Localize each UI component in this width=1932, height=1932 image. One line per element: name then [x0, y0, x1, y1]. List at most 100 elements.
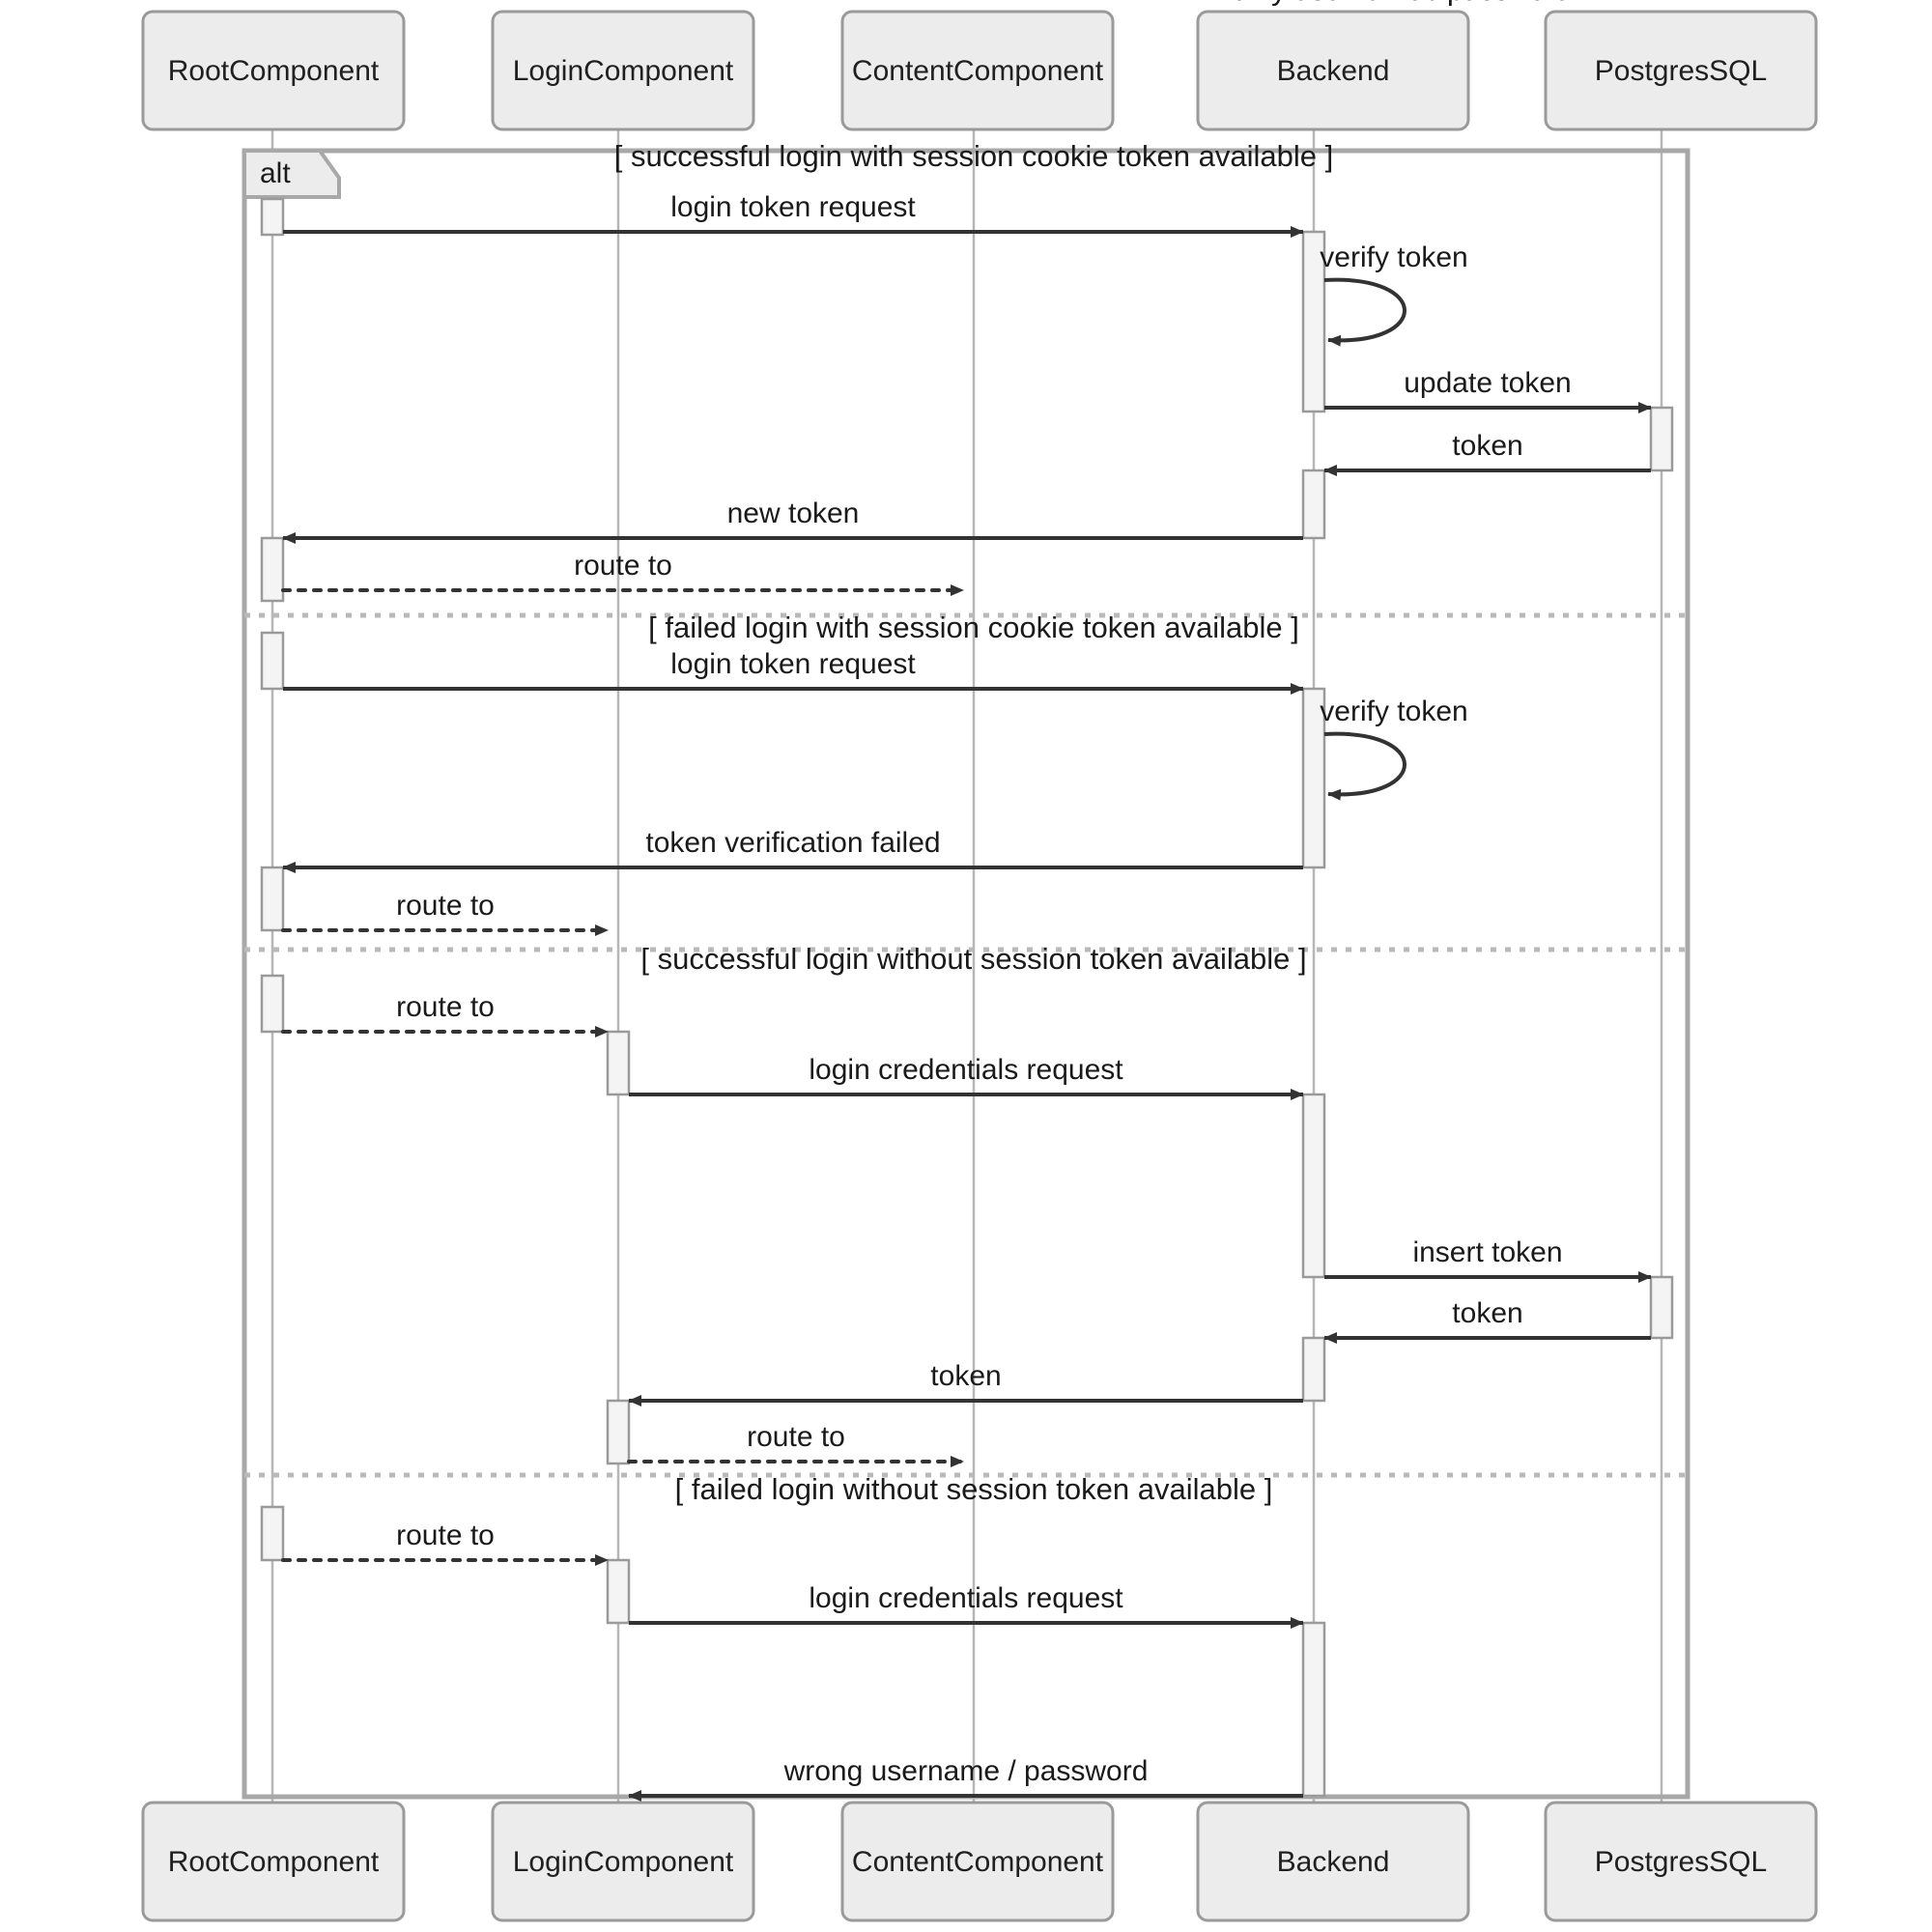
- message-2-4: token: [1323, 1297, 1651, 1344]
- participant-label: ContentComponent: [852, 1846, 1104, 1878]
- participant-box[interactable]: [491, 10, 755, 131]
- activation-bar-db: [1649, 406, 1674, 472]
- activation-bar-login: [606, 1399, 631, 1465]
- activation-bar-login: [606, 1030, 631, 1096]
- message-label: login credentials request: [809, 1582, 1123, 1614]
- message-label: route to: [396, 1520, 495, 1551]
- participant-label: Backend: [1277, 1846, 1390, 1878]
- message-3-1: login credentials request: [629, 1582, 1304, 1629]
- activation-bar-root: [260, 866, 285, 932]
- participant-label: RootComponent: [168, 55, 380, 87]
- message-2-5: token: [628, 1360, 1303, 1406]
- message-0-2: update token: [1324, 367, 1652, 413]
- message-3-0: route to: [281, 1520, 610, 1566]
- self-loop-path: [1323, 277, 1406, 347]
- participant-root-top[interactable]: RootComponent: [141, 10, 406, 131]
- message-1-0: login token request: [283, 648, 1304, 695]
- activation-bar-root: [260, 631, 285, 691]
- self-message-2-2: verify username / password: [1217, 0, 1572, 7]
- alt-condition-label-3: [ failed login without session token ava…: [675, 1472, 1273, 1506]
- messages-layer: login token request verify token update to…: [283, 0, 1651, 1796]
- participant-content-top[interactable]: ContentComponent: [840, 10, 1115, 131]
- message-label: verify token: [1320, 242, 1467, 273]
- self-message-3-2: verify username / password: [1217, 0, 1572, 7]
- activation-bar-backend: [1301, 1621, 1326, 1798]
- message-label: token: [930, 1360, 1001, 1392]
- message-label: login token request: [670, 191, 916, 223]
- activation-bar-backend: [1301, 469, 1326, 540]
- message-label: route to: [396, 991, 495, 1023]
- message-label: route to: [574, 550, 672, 582]
- message-0-5: route to: [281, 550, 965, 596]
- message-label: token verification failed: [645, 827, 940, 859]
- message-1-2: token verification failed: [282, 827, 1303, 873]
- message-3-3: wrong username / password: [628, 1755, 1303, 1802]
- participant-box[interactable]: [840, 10, 1115, 131]
- participant-label: Backend: [1277, 55, 1390, 87]
- activation-bar-backend: [1301, 1093, 1326, 1279]
- participant-backend-top[interactable]: Backend: [1196, 10, 1470, 131]
- message-0-0: login token request: [283, 191, 1304, 238]
- participant-label: PostgresSQL: [1595, 1846, 1767, 1878]
- message-2-3: insert token: [1324, 1236, 1652, 1283]
- message-label: login token request: [670, 648, 916, 680]
- activation-bar-root: [260, 197, 285, 237]
- message-label: verify username / password: [1217, 0, 1572, 7]
- message-label: token: [1452, 430, 1522, 462]
- activation-bar-root: [260, 536, 285, 603]
- participant-db-top[interactable]: PostgresSQL: [1544, 10, 1818, 131]
- activation-bar-backend: [1301, 1336, 1326, 1403]
- participant-label: LoginComponent: [513, 55, 734, 87]
- message-label: new token: [727, 497, 860, 529]
- alt-operator-label: alt: [260, 157, 291, 189]
- alt-frame-layer: alt [ successful login with session cooki…: [242, 139, 1690, 1800]
- self-message-1-1: verify token: [1320, 696, 1468, 801]
- self-loop-path: [1323, 731, 1406, 801]
- alt-condition-label-0: [ successful login with session cookie t…: [614, 139, 1333, 173]
- message-label: route to: [747, 1421, 845, 1453]
- message-label: token: [1452, 1297, 1522, 1329]
- activation-bar-login: [606, 1558, 631, 1625]
- participant-content-bottom[interactable]: ContentComponent: [840, 1801, 1115, 1922]
- message-0-4: new token: [282, 497, 1303, 544]
- message-label: wrong username / password: [783, 1755, 1149, 1787]
- message-2-6: route to: [627, 1421, 965, 1467]
- participant-box[interactable]: [491, 1801, 755, 1922]
- participant-box[interactable]: [840, 1801, 1115, 1922]
- participant-root-bottom[interactable]: RootComponent: [141, 1801, 406, 1922]
- activation-bar-root: [260, 1505, 285, 1562]
- activation-bar-root: [260, 974, 285, 1034]
- participant-box[interactable]: [1544, 10, 1818, 131]
- participant-db-bottom[interactable]: PostgresSQL: [1544, 1801, 1818, 1922]
- message-label: update token: [1404, 367, 1571, 399]
- participant-backend-bottom[interactable]: Backend: [1196, 1801, 1470, 1922]
- self-message-0-1: verify token: [1320, 242, 1468, 347]
- message-label: verify username / password: [1217, 0, 1572, 7]
- message-2-0: route to: [281, 991, 610, 1037]
- activation-bar-db: [1649, 1275, 1674, 1340]
- message-label: insert token: [1412, 1236, 1562, 1268]
- alt-condition-label-2: [ successful login without session token…: [640, 942, 1306, 976]
- alt-condition-label-1: [ failed login with session cookie token…: [648, 611, 1299, 644]
- message-1-3: route to: [281, 890, 610, 936]
- participant-box[interactable]: [1196, 10, 1470, 131]
- message-label: verify token: [1320, 696, 1467, 727]
- participant-login-top[interactable]: LoginComponent: [491, 10, 755, 131]
- participant-box[interactable]: [1196, 1801, 1470, 1922]
- participant-login-bottom[interactable]: LoginComponent: [491, 1801, 755, 1922]
- participant-box[interactable]: [141, 1801, 406, 1922]
- participant-box[interactable]: [141, 10, 406, 131]
- alt-frame-tab: [242, 149, 341, 199]
- message-0-3: token: [1323, 430, 1651, 476]
- message-label: login credentials request: [809, 1054, 1123, 1086]
- participant-label: ContentComponent: [852, 55, 1104, 87]
- participant-label: PostgresSQL: [1595, 55, 1767, 87]
- participant-boxes-layer: RootComponentRootComponentLoginComponent…: [141, 10, 1818, 1922]
- activation-bar-backend: [1301, 230, 1326, 413]
- participant-box[interactable]: [1544, 1801, 1818, 1922]
- activations-layer: [260, 197, 1674, 1798]
- participant-label: RootComponent: [168, 1846, 380, 1878]
- participant-label: LoginComponent: [513, 1846, 734, 1878]
